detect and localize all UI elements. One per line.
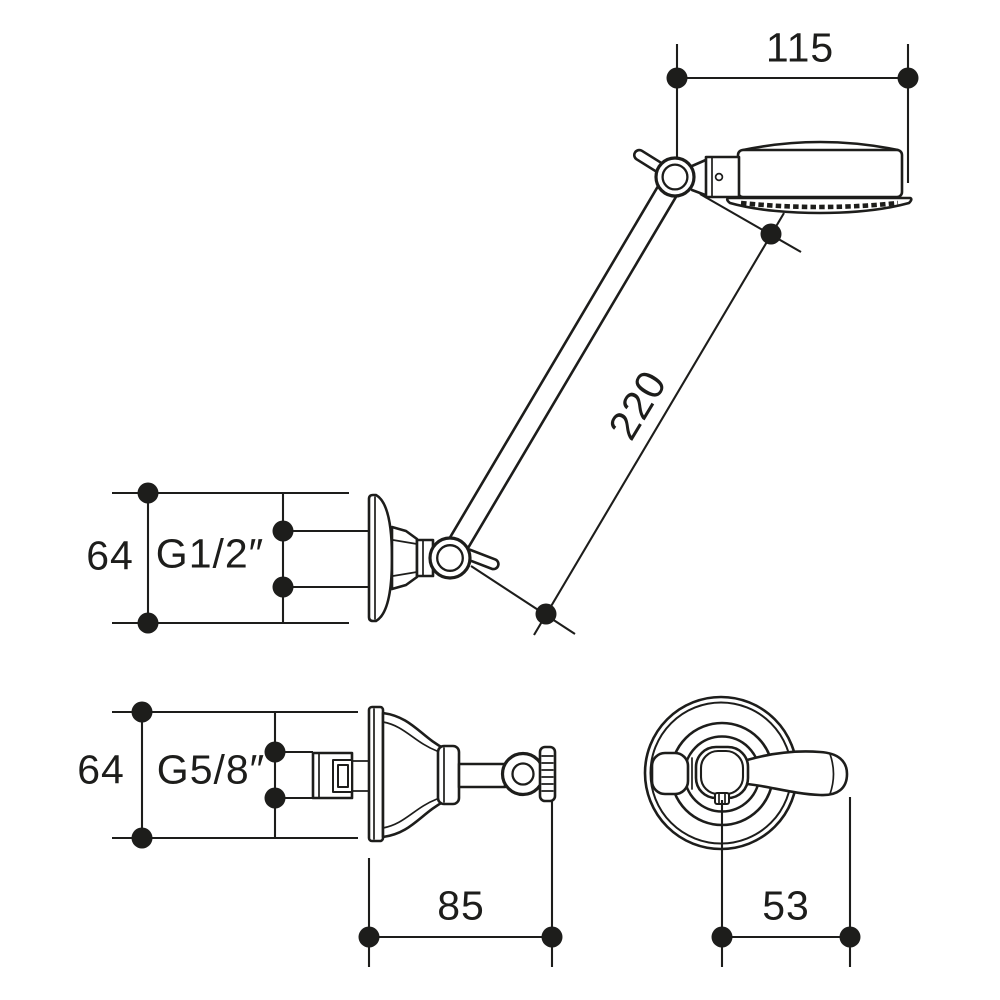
thread-callout-g12 <box>272 492 368 624</box>
dim-85-label: 85 <box>437 882 485 929</box>
endpoint-dot <box>897 67 919 89</box>
dim-64-upper-label: 64 <box>86 532 134 579</box>
supply-elbow-side-view <box>311 705 557 843</box>
thread-callout-g58 <box>264 712 313 838</box>
straight-pipe <box>457 762 507 789</box>
endpoint-dot <box>131 701 153 723</box>
thread-g58-label: G5/8″ <box>156 746 266 793</box>
endpoint-dot <box>711 926 733 948</box>
pivot-screw <box>714 172 724 182</box>
endpoint-dot <box>131 827 153 849</box>
endpoint-dot <box>264 787 286 809</box>
lever-knob-left <box>650 751 690 796</box>
shower-head-side-view <box>690 140 913 215</box>
nozzle-row <box>740 200 899 210</box>
bell-curve <box>382 798 438 829</box>
hex-nut <box>390 525 419 591</box>
dimension-115 <box>666 44 919 183</box>
dimension-53 <box>711 797 861 967</box>
dimension-64-lower <box>112 701 358 849</box>
dim-53-label: 53 <box>762 882 810 929</box>
lever-seam <box>829 753 835 795</box>
dimension-line <box>533 212 785 636</box>
endpoint-dot <box>666 67 688 89</box>
cartridge-cap-inner <box>699 749 745 796</box>
nut-facet <box>392 539 418 545</box>
dimension-85 <box>358 800 563 967</box>
bell-face <box>436 744 461 806</box>
nut-facet <box>392 571 418 577</box>
spigot-step <box>337 764 349 788</box>
endpoint-dot <box>272 520 294 542</box>
endpoint-dot <box>137 612 159 634</box>
endpoint-dot <box>541 926 563 948</box>
lever-handle <box>745 750 849 797</box>
dimension-220 <box>470 193 802 636</box>
endpoint-dot <box>839 926 861 948</box>
wall-union-side-view <box>367 493 500 623</box>
shower-arm-tube <box>439 171 686 565</box>
endpoint-dot <box>264 741 286 763</box>
valve-handle-front-view <box>643 695 849 851</box>
endpoint-dot <box>272 576 294 598</box>
extension-line <box>699 193 802 253</box>
knurled-nut <box>538 745 557 803</box>
bell-escutcheon <box>381 711 447 839</box>
endpoint-dot <box>358 926 380 948</box>
endpoint-dot <box>535 603 557 625</box>
arm-outline <box>439 171 686 565</box>
head-body <box>736 148 904 199</box>
ball-joint-bore <box>511 762 535 786</box>
head-dome <box>741 140 900 152</box>
extension-line <box>470 565 576 635</box>
upper-ball-joint <box>632 148 696 198</box>
dimension-64-upper <box>112 482 349 634</box>
bell-curve <box>382 721 438 752</box>
joint-ring-inner <box>436 544 464 572</box>
endpoint-dot <box>137 482 159 504</box>
wall-flange <box>367 493 394 623</box>
thread-g12-label: G1/2″ <box>155 530 265 577</box>
wall-plate <box>367 705 385 843</box>
dim-115-label: 115 <box>765 24 835 71</box>
endpoint-dot <box>760 223 782 245</box>
joint-ring-inner <box>661 163 689 191</box>
dim-64-lower-label: 64 <box>77 746 125 793</box>
